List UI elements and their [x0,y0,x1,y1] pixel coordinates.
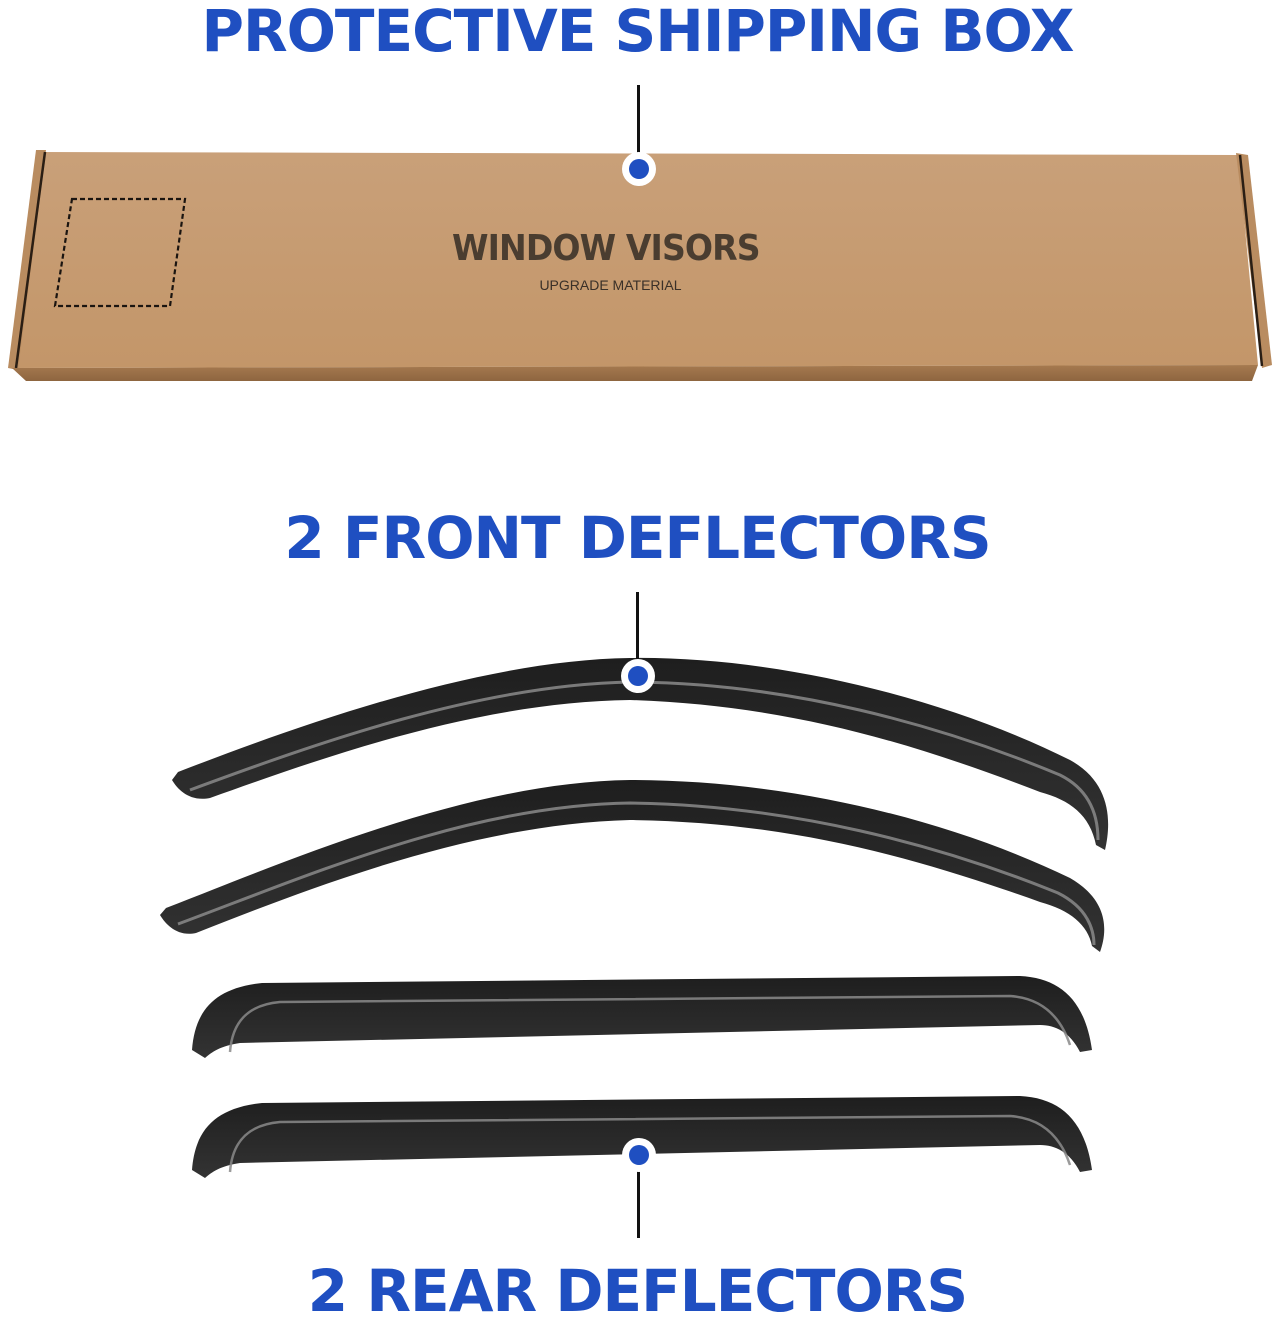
rear-marker-icon [622,1138,656,1172]
label-area-dashed [53,197,187,308]
heading-rear-deflectors: 2 REAR DEFLECTORS [307,1257,968,1325]
front-deflector-1 [172,657,1109,850]
front-deflector-2 [160,780,1105,952]
box-connector-line [637,85,640,155]
rear-connector-line [637,1168,640,1238]
heading-protective-shipping-box: PROTECTIVE SHIPPING BOX [201,0,1074,65]
heading-front-deflectors: 2 FRONT DEFLECTORS [284,504,991,572]
rear-deflector-2 [192,1096,1092,1178]
box-marker-icon [622,152,656,186]
shipping-box [8,150,1272,381]
front-connector-line [636,592,639,662]
box-title: WINDOW VISORS [452,228,761,269]
rear-deflector-1 [192,976,1092,1058]
front-marker-icon [621,659,655,693]
box-subtitle: UPGRADE MATERIAL [539,277,682,293]
